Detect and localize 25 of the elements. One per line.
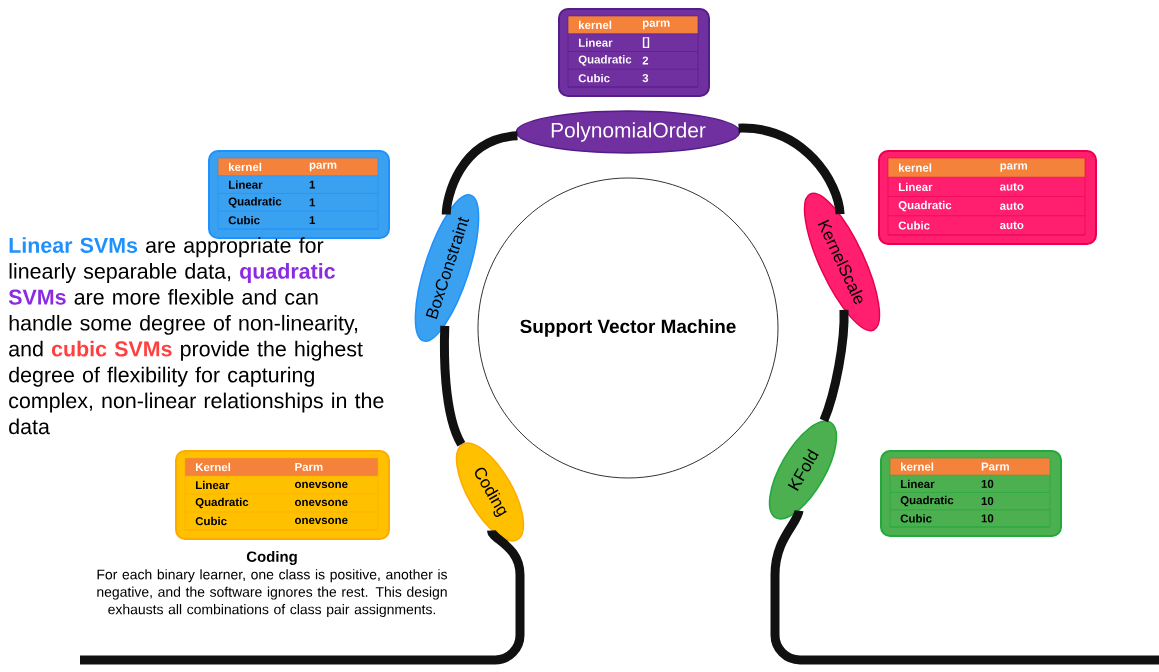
parameter-table: kernel parm Linear [] Quadratic 2 Cubic 3 (558, 8, 710, 97)
label: provide the highest (181, 340, 363, 361)
label: are appropriate for (146, 237, 324, 258)
parameter-table: Kernel Parm Linear onevsone Quadratic onevsone Cubic onevsone (175, 450, 390, 540)
label: are more flexible and can (74, 289, 318, 305)
note-text: For each binary learner, one class is positive, another is negative, and the software ignores the rest. This design exhausts all combinations of class pair assignments. (97, 569, 448, 618)
track-line (738, 123, 845, 215)
track-line (441, 131, 518, 215)
track-line (770, 509, 1159, 665)
label: Linear SVMs (9, 237, 138, 253)
label: linearly separable data, (9, 263, 231, 284)
parameter-table: kernel parm Linear auto Quadratic auto Cubic auto (878, 150, 1097, 245)
label: cubic SVMs (51, 340, 172, 357)
label: and (9, 340, 43, 357)
label: data (9, 418, 50, 435)
label: degree of flexibility for capturing (9, 366, 314, 387)
parameter-table: kernel Parm Linear 10 Quadratic 10 Cubic 10 (880, 450, 1062, 537)
label: handle some degree of non-linearity, (9, 314, 358, 335)
label: SVMs (8, 289, 66, 305)
label: quadratic (240, 263, 335, 284)
track-line (80, 528, 525, 665)
track-line (439, 325, 466, 447)
track-line (819, 309, 849, 423)
label: complex, non-linear relationships in the (9, 392, 384, 413)
description-paragraph: Linear SVMs are appropriate for linearly separable data, quadratic SVMs are more flexible and can handle some degree of non-linearity, and cubic SVMs provide the highest degree of flexibility for capturing complex, non-linear relationships in the data (8, 237, 384, 435)
